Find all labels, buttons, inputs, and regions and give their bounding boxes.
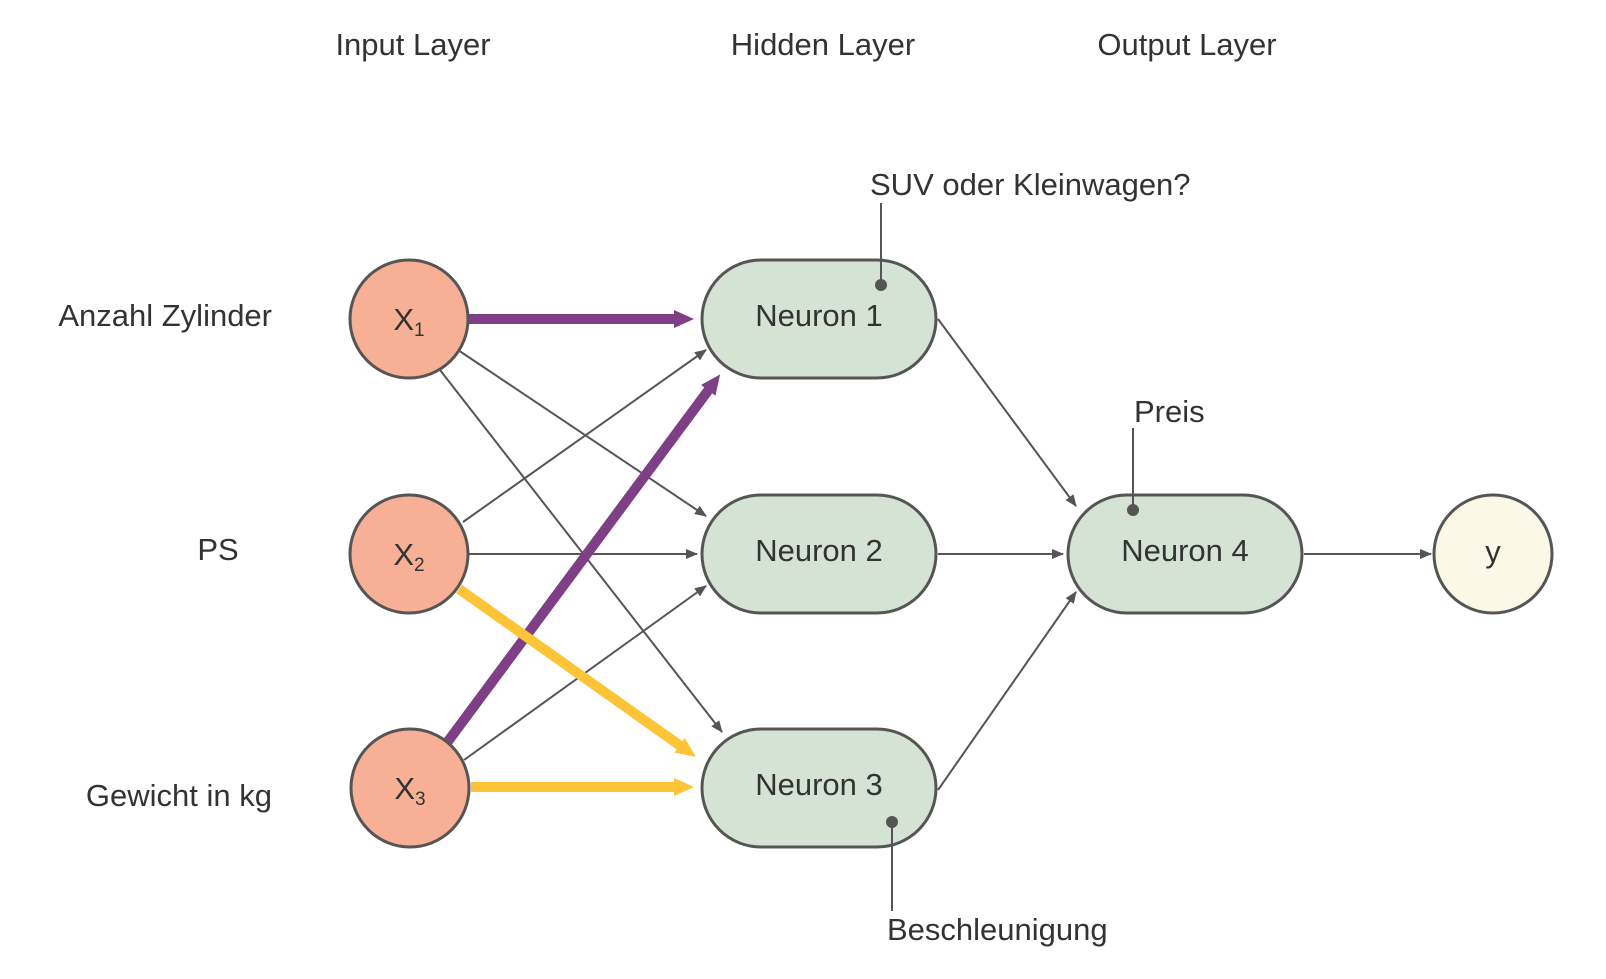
annotation-neuron-1-text: SUV oder Kleinwagen? [870,167,1191,202]
header-input-layer: Input Layer [335,27,490,62]
edge-n3-n4 [937,591,1077,791]
hidden-neuron-1-label: Neuron 1 [755,298,883,333]
input-node-x1-circle [348,258,470,380]
input-label-cylinders: Anzahl Zylinder [58,298,272,333]
input-node-x1: X1 [348,258,470,380]
hidden-neuron-2-shape [700,493,938,615]
edge-n1-n4 [937,318,1077,507]
edge-x2-n3-highlight [456,584,696,757]
hidden-neuron-1: Neuron 1 [700,258,938,380]
annotation-neuron-4: Preis [1127,394,1205,516]
hidden-neuron-2: Neuron 2 [700,493,938,615]
input-label-weight: Gewicht in kg [86,778,272,813]
input-symbol-x3: X [394,771,415,806]
output-neuron-4-shape [1066,493,1304,615]
annotation-neuron-1: SUV oder Kleinwagen? [870,167,1191,291]
input-label-ps: PS [197,532,238,567]
result-node-y-circle [1432,493,1554,615]
result-node-y: y [1432,493,1554,615]
input-node-x2: X2 [348,493,470,615]
input-index-x1: 1 [414,320,425,341]
header-output-layer: Output Layer [1097,27,1276,62]
svg-text:X3: X3 [394,771,425,810]
svg-text:X2: X2 [393,537,424,576]
hidden-neuron-3: Neuron 3 [700,727,938,849]
input-node-x3: X3 [349,727,471,849]
annotation-neuron-4-dot [1127,504,1139,516]
result-node-y-label: y [1485,534,1501,569]
hidden-neuron-2-label: Neuron 2 [755,533,883,568]
svg-text:X1: X1 [393,302,424,341]
edge-x2-n1 [462,349,707,523]
input-index-x2: 2 [414,555,425,576]
hidden-neuron-3-label: Neuron 3 [755,767,883,802]
annotation-neuron-3-text: Beschleunigung [887,912,1108,947]
annotation-neuron-1-dot [875,279,887,291]
edge-x1-n2 [457,349,707,517]
input-symbol-x1: X [393,302,414,337]
annotation-neuron-4-text: Preis [1134,394,1205,429]
header-hidden-layer: Hidden Layer [731,27,915,62]
edge-x3-n1-highlight [441,374,721,747]
output-neuron-4-label: Neuron 4 [1121,533,1249,568]
input-node-x2-circle [348,493,470,615]
input-index-x3: 3 [415,789,426,810]
hidden-neuron-3-shape [700,727,938,849]
output-neuron-4: Neuron 4 [1066,493,1304,615]
annotation-neuron-3-dot [886,816,898,828]
annotation-neuron-3: Beschleunigung [886,816,1108,947]
edge-x1-n3 [439,369,723,733]
hidden-output-connections [937,318,1432,791]
input-symbol-x2: X [393,537,414,572]
input-node-x3-circle [349,727,471,849]
